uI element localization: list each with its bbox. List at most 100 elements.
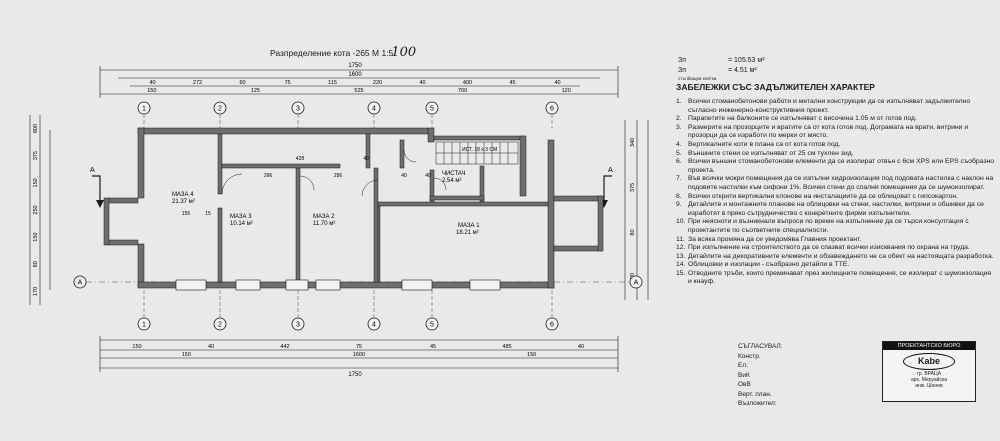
dim-left-1: 375 (33, 151, 39, 160)
stamp-logo: Kabe (903, 353, 955, 370)
stamp-arch: арх. Меруайска (910, 377, 948, 383)
bottom-dimension-lines (99, 336, 619, 372)
note-item: 5.Външните стени се изпълняват от 25 см … (676, 150, 996, 159)
section-mark-right: А (608, 167, 613, 174)
note-item: 13.Детайлите на декоративните елементи и… (676, 253, 996, 262)
dim-bot-r1-1: 40 (208, 344, 214, 350)
inner-dim-4: 40 (401, 173, 407, 179)
dim-left-3: 250 (33, 205, 39, 214)
note-number: 9. (676, 201, 682, 209)
dim-top-r1-8: 45 (509, 80, 515, 86)
dim-bot-r1-2: 442 (280, 344, 289, 350)
area-stair-value: = 4.51 м² (728, 67, 757, 74)
room-3-name: МАЗА 3 (230, 214, 252, 220)
approval-item: Констр. (738, 352, 761, 360)
axis-bubble-4-top (367, 101, 381, 115)
section-mark-left: А (90, 167, 95, 174)
stairs (435, 141, 519, 165)
axis-label-4-bottom: 4 (372, 322, 376, 329)
dim-left-5: 80 (33, 261, 39, 267)
handwritten-scale: 100 (391, 45, 417, 60)
inner-dim-1: 296 (264, 173, 273, 179)
right-dimensions: 34037580120 (630, 138, 636, 282)
stair-label: ИСТ. 18 x 3 CM (462, 147, 497, 153)
note-item: 9.Детайлите и монтажните планове на обли… (676, 201, 996, 218)
note-number: 5. (676, 149, 682, 157)
area-stair-sub: стълбищна клетка (678, 76, 717, 81)
room-2-area: 11.70 м² (313, 221, 335, 227)
notes-list: 1.Всички стоманобетонови работи и металн… (676, 98, 996, 287)
inner-dim-5: 40 (425, 173, 431, 179)
note-number: 13. (676, 252, 686, 260)
axis-label-5-top: 5 (430, 106, 434, 113)
note-number: 11. (676, 235, 685, 243)
inner-dim-3: 40 (363, 156, 369, 162)
note-text: Всички външни стоманобетонови елементи д… (688, 158, 994, 174)
axis-label-2-bottom: 2 (218, 322, 222, 329)
row-axis-right: А (634, 280, 639, 287)
note-text: Детайлите на декоративните елементи и об… (688, 252, 994, 260)
dim-bot-r2-0: 150 (182, 352, 191, 358)
dim-top-mid: 1600 (348, 72, 362, 78)
note-item: 12.При изпълнение на строителството да с… (676, 244, 996, 253)
note-number: 6. (676, 158, 682, 166)
approval-title: СЪГЛАСУВАЛ: (738, 343, 783, 350)
note-number: 10. (676, 218, 686, 226)
note-item: 1.Всички стоманобетонови работи и металн… (676, 98, 996, 115)
dim-top-r2-2: 525 (354, 88, 363, 94)
room-wc-area: 2.54 м² (442, 178, 461, 184)
right-dimension-lines (624, 120, 649, 300)
axis-bubble-6-top (545, 101, 559, 115)
dim-bot-r1-6: 40 (578, 344, 584, 350)
dim-bot-r1-3: 75 (356, 344, 362, 350)
axis-bubble-1-top (137, 101, 151, 115)
note-text: Размерите на прозорците и вратите са от … (688, 123, 969, 140)
note-item: 15.Отводните тръби, които преминават пре… (676, 270, 996, 287)
note-item: 2.Парапетите на балконите се изпълняват … (676, 115, 996, 124)
note-number: 3. (676, 123, 682, 131)
room-2-name: МАЗА 2 (313, 214, 335, 220)
axis-bubble-6-bottom (545, 317, 559, 331)
note-number: 12. (676, 244, 686, 252)
dim-top-r1-4: 115 (328, 80, 337, 86)
note-text: При изпълнение на строителството да се с… (688, 244, 970, 252)
inner-dim-0: 428 (296, 156, 305, 162)
approval-item: ОвВ (738, 381, 751, 388)
note-text: Облицовки и изолации - съобразно детайли… (688, 261, 850, 269)
dim-left-6: 170 (33, 287, 39, 296)
note-text: Отводните тръби, които преминават през ж… (688, 269, 992, 286)
area-total-label: Зп (678, 57, 687, 64)
dim-top-r1-1: 272 (193, 80, 202, 86)
dim-top-r2-4: 120 (562, 88, 571, 94)
row-axis-left: А (78, 280, 83, 287)
room-labels: МАЗА 4 21.37 м² МАЗА 3 10.14 м² МАЗА 2 1… (172, 171, 480, 236)
stamp-city: гр. ВРАЦА (916, 371, 942, 377)
room-4-area: 21.37 м² (172, 199, 195, 205)
windows (175, 279, 501, 291)
axis-label-1-bottom: 1 (142, 322, 146, 329)
walls (103, 127, 604, 289)
dim-top-r1-2: 60 (239, 80, 245, 86)
approval-item: Ел. (738, 362, 748, 369)
room-1-area: 18.21 м² (456, 230, 479, 236)
note-text: Парапетите на балконите се изпълняват с … (688, 115, 917, 123)
stamp-header: ПРОЕКТАНТСКО БЮРО (883, 342, 975, 350)
axis-bubble-4-bottom (367, 317, 381, 331)
dim-top-r1-7: 400 (463, 80, 472, 86)
note-item: 11.За всяка промяна да се уведомява Глав… (676, 236, 996, 245)
note-item: 3. Размерите на прозорците и вратите са о… (676, 124, 996, 141)
dim-top-total: 1750 (348, 63, 362, 69)
note-number: 15. (676, 269, 686, 277)
approval-item: ВиК (738, 371, 750, 379)
dim-bot-r1-0: 150 (132, 344, 141, 350)
area-stair: Зп= 4.51 м² (678, 67, 757, 74)
dim-top-r1-6: 40 (419, 80, 425, 86)
